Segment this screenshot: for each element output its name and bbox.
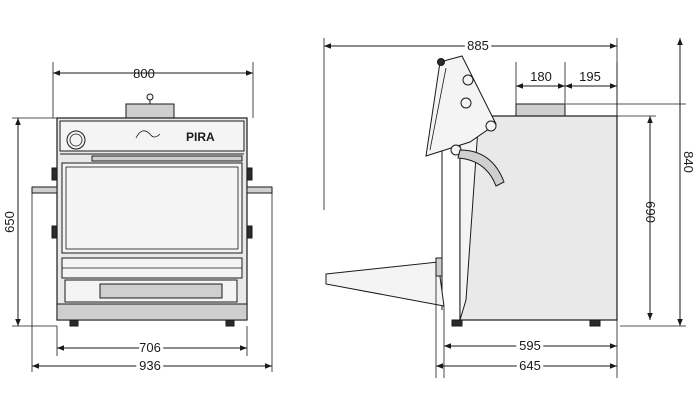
- thermometer-dial: [69, 133, 83, 147]
- front-damper-symbol: [135, 130, 161, 139]
- side-foot-back: [589, 319, 601, 327]
- front-oven-door: [61, 162, 243, 254]
- dim-label-595: 595: [519, 338, 541, 353]
- side-open-door-edge: [429, 67, 447, 151]
- dim-label-706: 706: [139, 340, 161, 355]
- side-ash-tray-handle: [435, 257, 443, 277]
- front-foot-left: [69, 319, 79, 327]
- dim-label-936: 936: [139, 358, 161, 373]
- dim-label-690: 690: [643, 201, 658, 223]
- left-hinge-top: [51, 167, 58, 181]
- dim-label-885: 885: [467, 38, 489, 53]
- dim-label-800: 800: [133, 66, 155, 81]
- side-chimney: [515, 103, 566, 117]
- front-base: [56, 303, 248, 321]
- right-hinge-bottom: [246, 225, 253, 239]
- side-door-hinge-3: [485, 120, 497, 132]
- front-chimney: [125, 103, 175, 119]
- front-chimney-knob: [146, 93, 154, 101]
- dim-label-840: 840: [681, 151, 696, 173]
- front-foot-right: [225, 319, 235, 327]
- dim-label-195: 195: [579, 69, 601, 84]
- side-view: 885 180 195 840: [323, 35, 696, 378]
- front-oven-door-inner: [65, 166, 239, 250]
- dim-label-650: 650: [2, 211, 17, 233]
- side-handle-arm: [457, 149, 505, 187]
- side-body: [459, 115, 618, 321]
- front-ash-drawer-handle: [99, 283, 223, 299]
- side-ash-tray: [325, 261, 445, 307]
- side-foot-front: [451, 319, 463, 327]
- side-door-knob: [437, 58, 445, 66]
- right-side-handle: [246, 186, 273, 194]
- left-side-handle: [31, 186, 58, 194]
- side-door-hinge-1: [462, 74, 474, 86]
- front-door-handle: [91, 155, 243, 162]
- brand-logo: PIRA: [186, 130, 215, 144]
- left-hinge-bottom: [51, 225, 58, 239]
- dim-label-645: 645: [519, 358, 541, 373]
- front-view: PIRA 800 650 7: [2, 62, 273, 376]
- right-hinge-top: [246, 167, 253, 181]
- side-door-hinge-2: [460, 97, 472, 109]
- dim-label-180: 180: [530, 69, 552, 84]
